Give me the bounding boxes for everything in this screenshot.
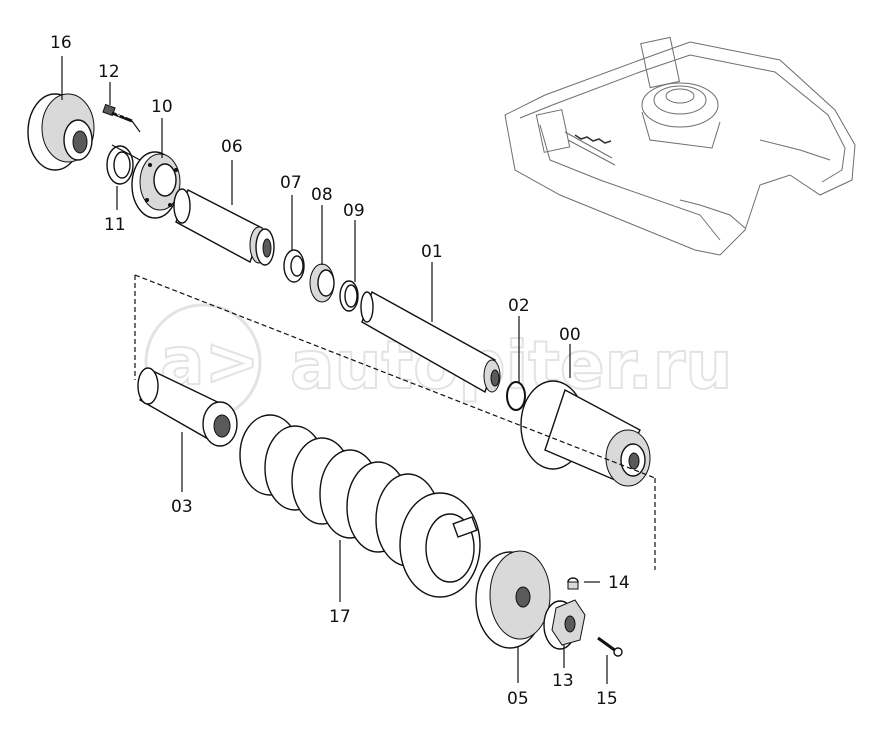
part-11-ring [106,145,134,185]
callout-15: 15 [596,689,618,709]
leader-lines [61,56,656,684]
callout-01: 01 [421,242,443,262]
part-10-flange [131,151,181,219]
part-05-disc [475,550,551,649]
part-15-fitting [597,636,623,657]
callout-06: 06 [221,137,243,157]
callout-13: 13 [552,671,574,691]
part-06-sleeve [173,188,275,266]
part-12-bolt [102,103,133,123]
callout-17: 17 [329,607,351,627]
part-00-cylinder [520,380,651,487]
callout-11: 11 [104,215,126,235]
callout-16: 16 [50,33,72,53]
part-02-o-ring [506,381,526,411]
callout-02: 02 [508,296,530,316]
part-07-ring [283,249,305,283]
callout-03: 03 [171,497,193,517]
part-08-ring [309,263,335,303]
callout-07: 07 [280,173,302,193]
callout-09: 09 [343,201,365,221]
callout-12: 12 [98,62,120,82]
part-17-spring [239,414,481,598]
callout-labels: 16 12 10 11 06 07 08 09 01 02 00 03 17 0… [50,33,630,709]
track-frame-illustration [504,36,856,256]
watermark-text: autopiter.ru [290,327,732,404]
callout-00: 00 [559,325,581,345]
part-01-rod [360,290,501,394]
part-09-snap-ring [339,280,359,312]
part-14-screw [567,577,579,590]
part-03-bushing [137,367,238,447]
part-16-cap [27,93,95,171]
callout-14: 14 [608,573,630,593]
callout-08: 08 [311,185,333,205]
callout-05: 05 [507,689,529,709]
callout-10: 10 [151,97,173,117]
part-13-nut [543,599,586,650]
